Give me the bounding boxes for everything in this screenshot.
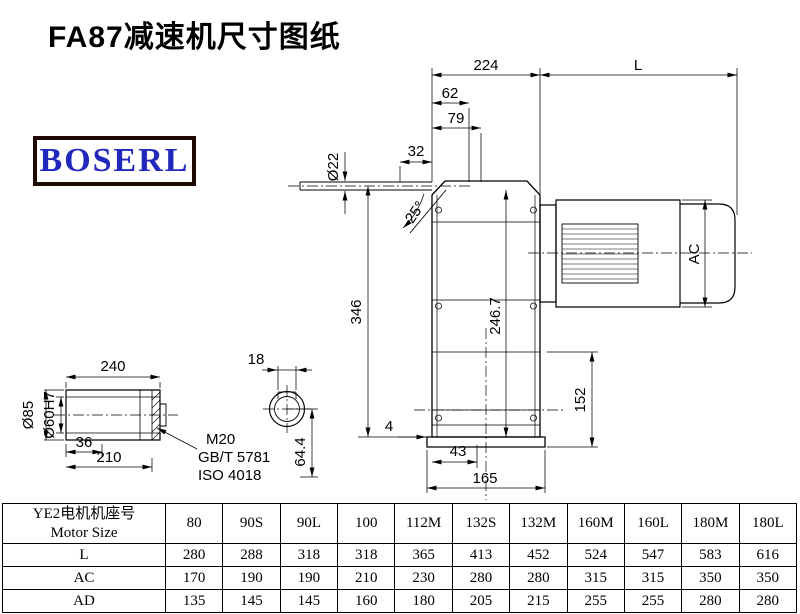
dimension-value-cell: 230: [394, 566, 453, 590]
dim-64-4: 64.4: [292, 437, 309, 466]
dimension-value-cell: 280: [451, 566, 511, 590]
dimension-value-cell: 452: [509, 543, 568, 567]
dim-240: 240: [100, 358, 125, 375]
frame-size-column-header: 132M: [509, 503, 568, 544]
frame-size-column-header: 100: [337, 503, 396, 544]
dimension-value-cell: 170: [164, 566, 224, 590]
dimension-value-cell: 524: [566, 543, 625, 567]
dimension-lines: [43, 68, 738, 493]
dim-angle-25: 25°: [402, 198, 429, 226]
frame-size-column-header: 90L: [279, 503, 339, 544]
dim-210: 210: [96, 449, 121, 466]
dimension-value-cell: 190: [279, 566, 339, 590]
dim-input-shaft-diameter: Ø22: [325, 153, 342, 181]
frame-size-column-header: 80: [164, 503, 224, 544]
keyway: [277, 391, 297, 399]
dim-246-7: 246.7: [487, 297, 504, 335]
dimension-value-cell: 255: [566, 589, 625, 613]
dimension-value-cell: 160: [337, 589, 396, 613]
dimension-value-cell: 315: [623, 566, 683, 590]
note-m20: M20: [206, 431, 235, 448]
dim-32: 32: [408, 143, 425, 160]
dimension-value-cell: 616: [738, 543, 798, 567]
dimension-value-cell: 547: [623, 543, 683, 567]
frame-size-column-header: 112M: [394, 503, 453, 544]
dimension-value-cell: 413: [451, 543, 511, 567]
note-iso-4018: ISO 4018: [198, 467, 261, 484]
dim-43: 43: [450, 443, 467, 460]
dim-L: L: [634, 57, 642, 74]
motor-fins: [561, 223, 639, 284]
dim-62: 62: [442, 85, 459, 102]
dimension-value-cell: 318: [337, 543, 396, 567]
boserl-logo: BOSERL: [33, 136, 196, 186]
dimension-value-cell: 145: [222, 589, 281, 613]
dimension-value-cell: 135: [164, 589, 224, 613]
dimension-value-cell: 280: [681, 589, 740, 613]
frame-size-column-header: 90S: [222, 503, 281, 544]
gearbox-front-view: [409, 180, 546, 448]
dimension-value-cell: 205: [451, 589, 511, 613]
dimension-value-cell: 210: [337, 566, 396, 590]
dimension-value-cell: 280: [738, 589, 798, 613]
centerlines: [54, 185, 752, 500]
dimension-row-label: AD: [2, 589, 166, 613]
dimension-value-cell: 583: [681, 543, 740, 567]
dimension-value-cell: 318: [279, 543, 339, 567]
dimension-value-cell: 365: [394, 543, 453, 567]
output-shaft-side-view: [65, 389, 167, 441]
dimension-value-cell: 215: [509, 589, 568, 613]
note-gb-t-5781: GB/T 5781: [198, 449, 270, 466]
frame-size-column-header: 180L: [738, 503, 798, 544]
bolt-holes: [435, 206, 537, 422]
dimension-value-cell: 255: [623, 589, 683, 613]
boserl-logo-text: BOSERL: [39, 142, 190, 179]
dim-346: 346: [348, 299, 365, 324]
dimension-row-label: AC: [2, 566, 166, 590]
dim-dia-85: Ø85: [20, 401, 37, 429]
dim-AC: AC: [686, 243, 703, 264]
dimension-row-label: L: [2, 543, 166, 567]
dimension-value-cell: 280: [164, 543, 224, 567]
dim-36: 36: [76, 434, 93, 451]
frame-size-column-header: 180M: [681, 503, 740, 544]
page-title: FA87减速机尺寸图纸: [48, 21, 341, 54]
dim-dia-60h7: Ø60H7: [41, 391, 58, 439]
dim-165: 165: [472, 470, 497, 487]
frame-size-column-header: 160M: [566, 503, 625, 544]
dim-4: 4: [385, 418, 393, 435]
frame-size-column-header: 160L: [623, 503, 683, 544]
motor-side-view: [539, 199, 736, 308]
dim-79: 79: [448, 110, 465, 127]
dimension-value-cell: 350: [738, 566, 798, 590]
dim-18: 18: [248, 351, 265, 368]
thread-notes: M20 GB/T 5781 ISO 4018: [198, 431, 270, 484]
dimension-value-cell: 145: [279, 589, 339, 613]
dimension-value-cell: 180: [394, 589, 453, 613]
dimension-value-cell: 280: [509, 566, 568, 590]
frame-size-column-header: 132S: [451, 503, 511, 544]
dimension-value-cell: 350: [681, 566, 740, 590]
dimension-value-cell: 288: [222, 543, 281, 567]
dimension-value-cell: 315: [566, 566, 625, 590]
dim-152: 152: [572, 387, 589, 412]
dim-224: 224: [473, 57, 498, 74]
dimension-labels: 224 L 62 79 32 Ø22 25° 346 246.7 AC 152 …: [20, 57, 703, 487]
dimension-value-cell: 190: [222, 566, 281, 590]
